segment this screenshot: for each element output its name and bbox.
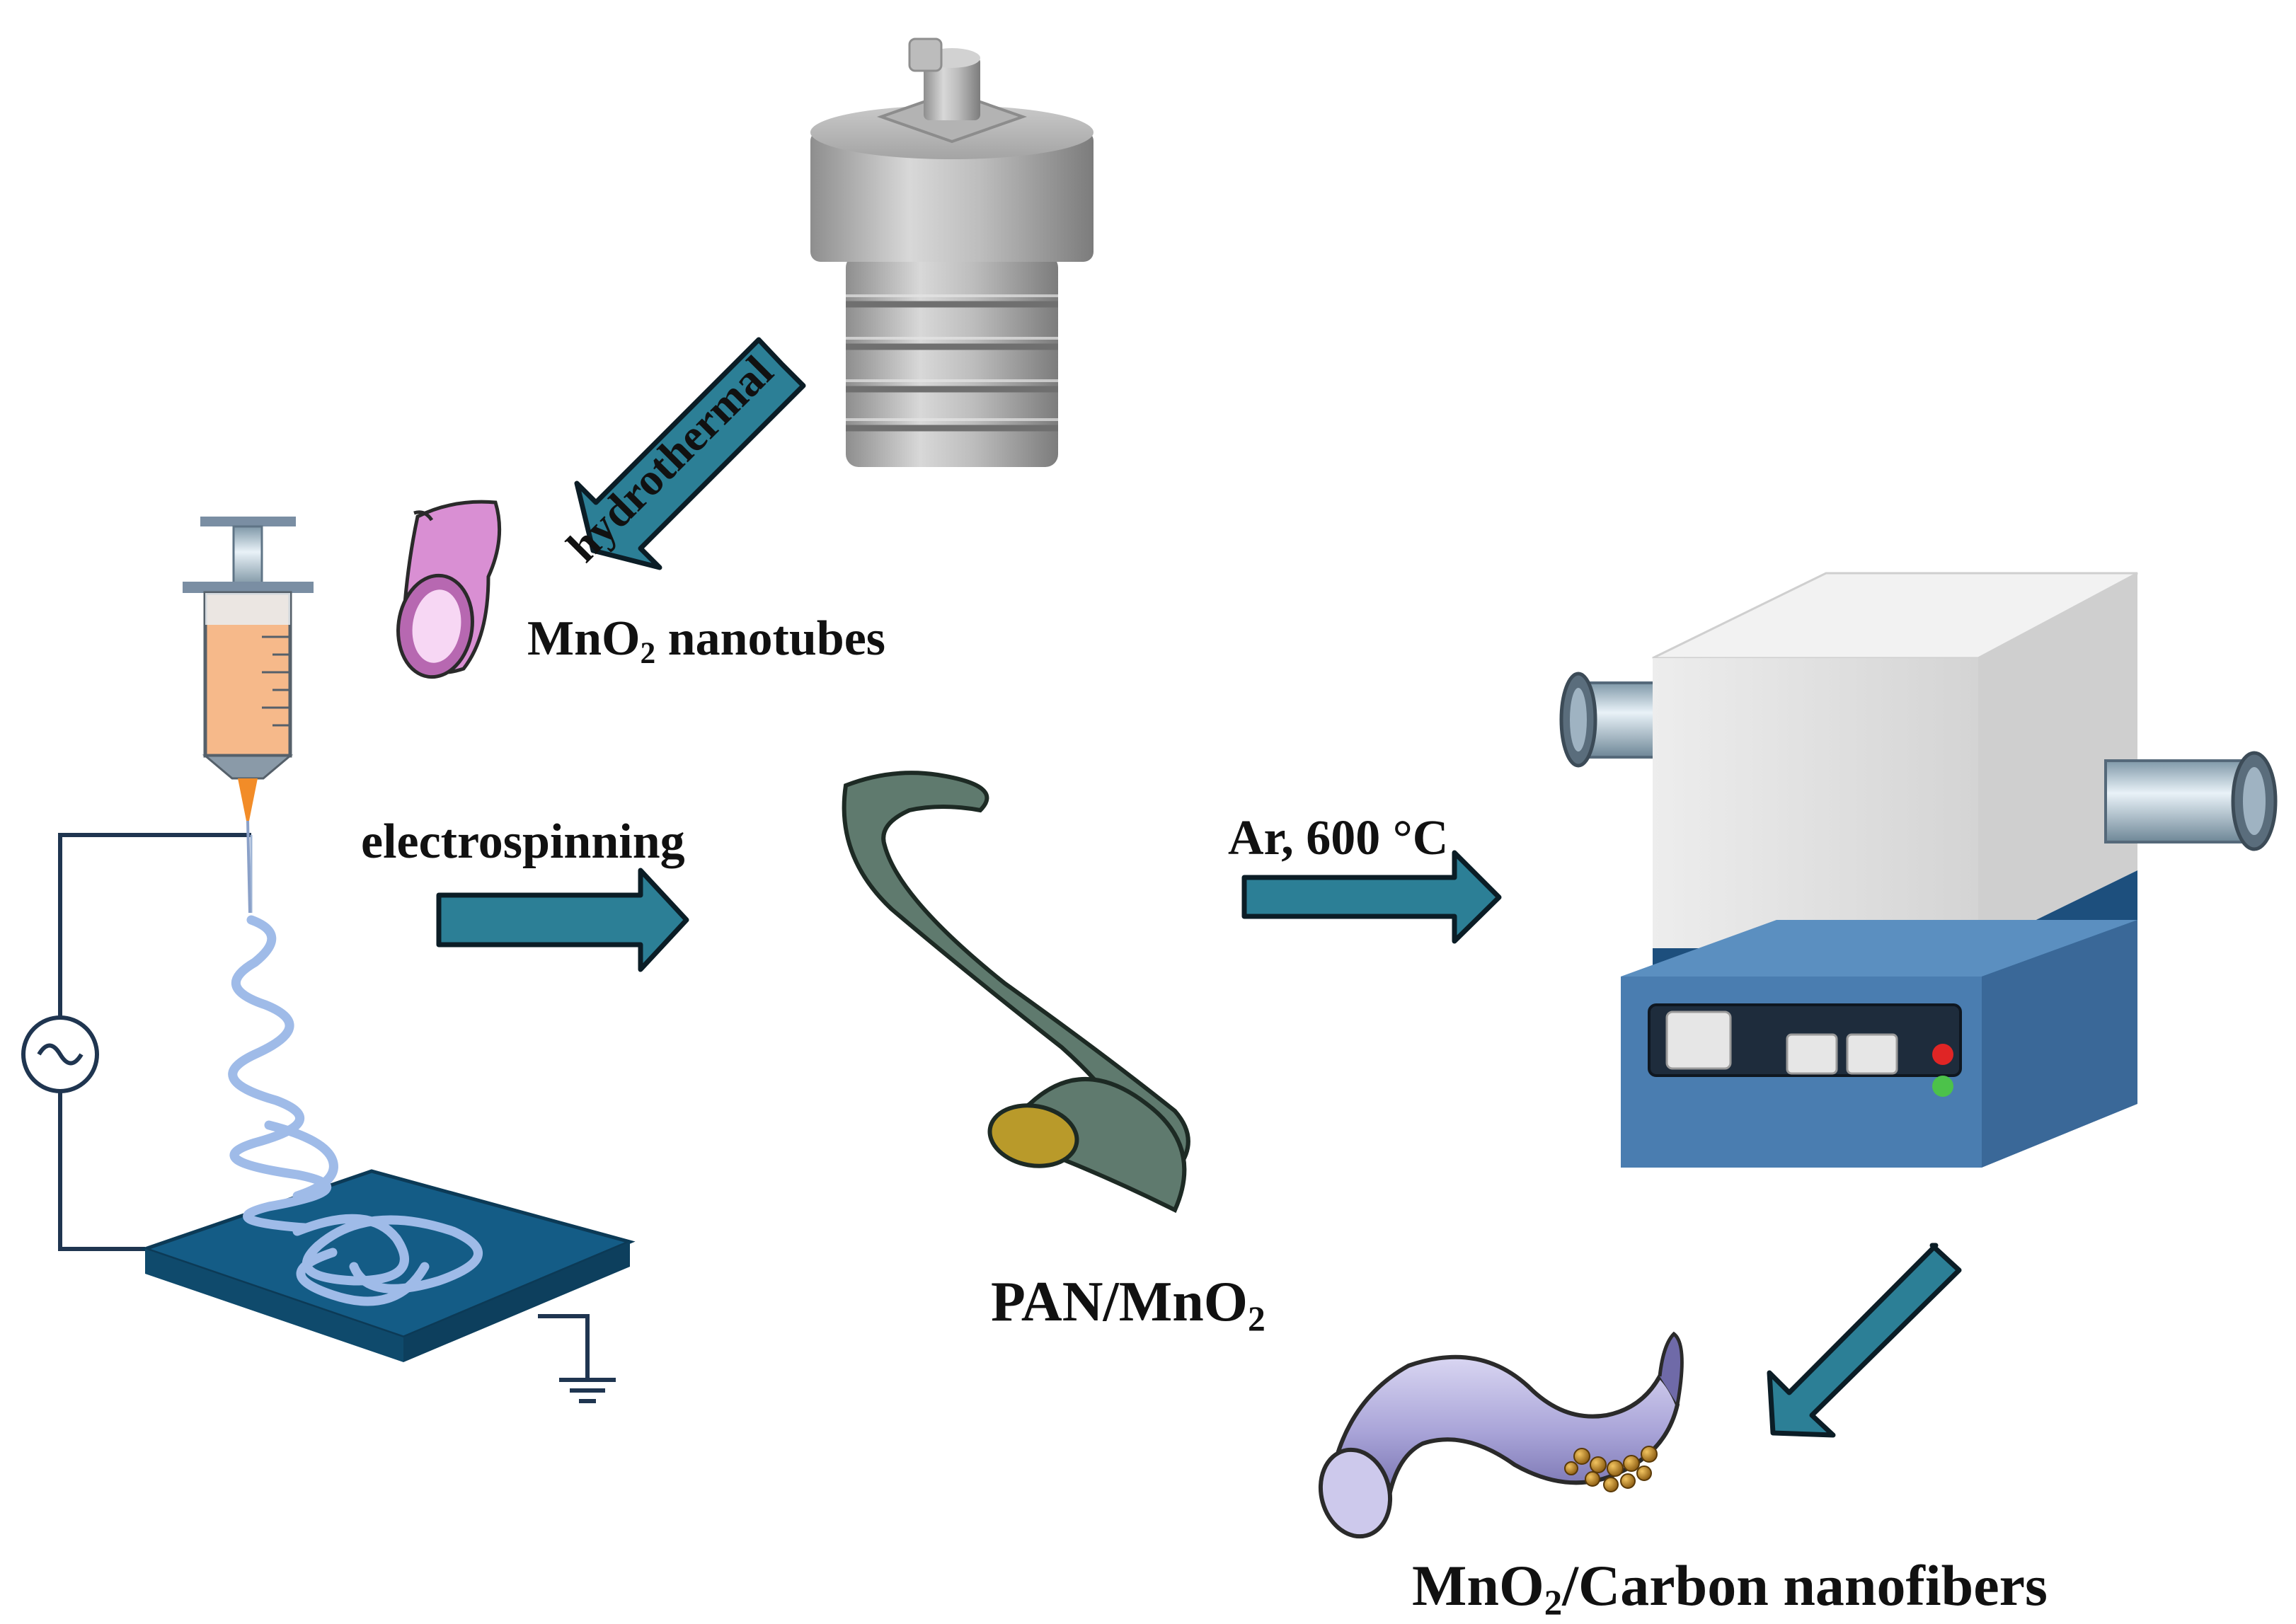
collector-plate-icon	[139, 1169, 636, 1380]
mno2-particles	[1564, 1446, 1658, 1492]
fiber-icon	[842, 771, 1190, 1214]
nanotube-icon	[396, 500, 502, 679]
tube-furnace-icon	[1559, 572, 2278, 1168]
hydrothermal-arrow	[574, 337, 806, 570]
mno2-carbon-nanofibers-label: MnO2/Carbon nanofibers	[1412, 1553, 2048, 1623]
electrospinning-arrow	[436, 868, 689, 972]
carbon-nanofiber-icon	[1318, 1331, 1684, 1539]
electrospinning-label: electrospinning	[361, 814, 685, 869]
ar-condition-label: Ar, 600 °C	[1228, 811, 1449, 865]
ac-source-icon	[21, 1015, 99, 1093]
syringe-icon	[183, 517, 314, 914]
autoclave-icon	[810, 38, 1094, 467]
electrospinning-setup	[21, 517, 636, 1403]
final-arrow	[1767, 1243, 1962, 1438]
fiber-jet	[228, 915, 483, 1306]
carbonization-arrow	[1241, 850, 1502, 944]
mno2-nanotubes-label: MnO2 nanotubes	[527, 611, 885, 671]
pan-mno2-label: PAN/MnO2	[991, 1271, 1265, 1338]
ground-icon	[559, 1378, 616, 1403]
